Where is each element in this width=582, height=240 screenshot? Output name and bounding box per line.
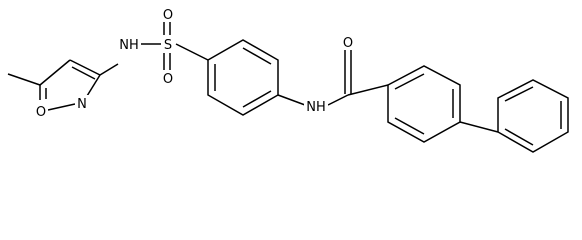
- atom-label-carbonyl-oxygen: O: [343, 36, 353, 51]
- bond-c5-c4: [39, 59, 71, 86]
- central-benzene-ring: [207, 39, 279, 116]
- atom-label-isoxazole-oxygen: O: [36, 105, 46, 120]
- bond-c4-c3-inner: [71, 66, 96, 80]
- biphenyl-ring-1: [387, 65, 461, 143]
- central-ring-double-1: [242, 47, 272, 65]
- atom-label-sulfur: S: [164, 38, 172, 53]
- molecule-structure: NH S O O N O NH O: [7, 6, 569, 153]
- atom-label-sulfonyl-oxygen-bottom: O: [163, 72, 173, 87]
- biphenyl-ring-1-double-1: [394, 73, 425, 90]
- amide-group: [277, 50, 389, 106]
- bond-carbonyl-ring: [347, 84, 389, 96]
- biphenyl-ring-2-double-1: [504, 86, 534, 102]
- bond-nh-carbonyl: [327, 94, 349, 106]
- atom-label-amide-nh: NH: [306, 100, 326, 115]
- central-ring-double-2: [242, 90, 272, 108]
- biphenyl-ring-1-outline: [387, 65, 461, 143]
- bond-c3-n: [86, 74, 101, 97]
- biphenyl-ring-1-double-3: [394, 117, 425, 135]
- bond-biphenyl-link: [459, 121, 499, 133]
- isoxazole-ring: [7, 59, 101, 111]
- central-ring-outline: [207, 39, 279, 116]
- atom-label-isoxazole-nitrogen: N: [77, 97, 87, 112]
- atom-label-sulfonamide-nh: NH: [119, 38, 139, 53]
- biphenyl-ring-2-double-3: [504, 128, 534, 146]
- biphenyl-ring-2-outline: [497, 79, 569, 153]
- atom-labels: NH S O O N O NH O: [34, 6, 355, 120]
- bond-methyl: [7, 73, 41, 86]
- sulfonamide-group: [99, 20, 209, 76]
- bond-ring-nh: [277, 94, 306, 106]
- bond-s-ring: [175, 43, 209, 61]
- bond-c3-nh: [99, 63, 119, 76]
- bond-n-o: [47, 103, 76, 111]
- bond-c4-c3: [69, 59, 101, 76]
- structure-canvas: NH S O O N O NH O: [7, 6, 569, 153]
- atom-label-sulfonyl-oxygen-top: O: [163, 8, 173, 23]
- biphenyl-ring-2: [497, 79, 569, 153]
